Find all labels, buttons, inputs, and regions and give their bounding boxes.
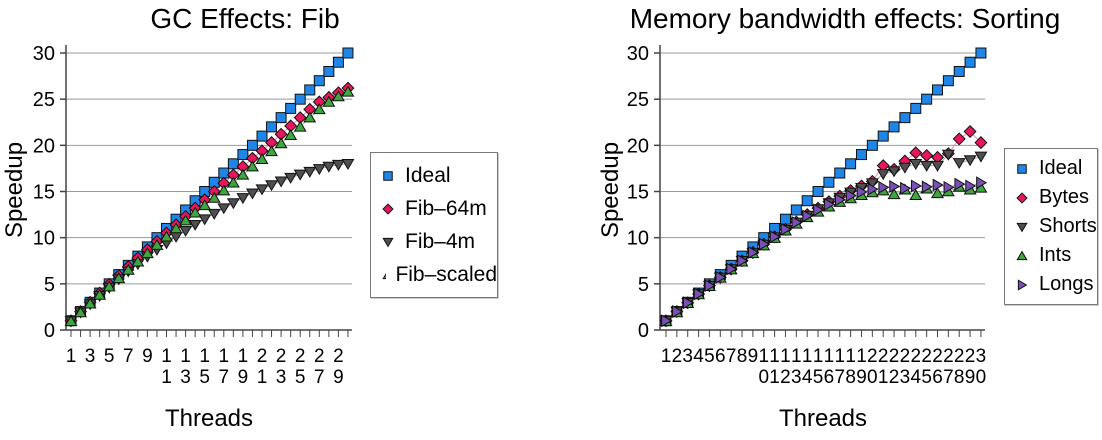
svg-text:15: 15 [33, 182, 55, 204]
svg-text:4: 4 [693, 346, 704, 367]
svg-text:30: 30 [976, 346, 987, 388]
svg-text:18: 18 [845, 346, 856, 388]
svg-text:28: 28 [954, 346, 965, 388]
svg-text:22: 22 [889, 346, 900, 388]
legend-label: Fib–scaled [395, 262, 497, 286]
svg-text:3: 3 [682, 346, 693, 367]
svg-text:15: 15 [199, 346, 210, 388]
svg-text:13: 13 [791, 346, 802, 388]
svg-text:10: 10 [33, 228, 55, 250]
svg-text:10: 10 [758, 346, 769, 388]
svg-text:12: 12 [780, 346, 791, 388]
svg-text:15: 15 [627, 182, 649, 204]
svg-text:27: 27 [314, 346, 325, 388]
diamond-marker-icon [1016, 191, 1028, 204]
svg-text:5: 5 [104, 346, 115, 367]
svg-text:2: 2 [672, 346, 683, 367]
svg-text:19: 19 [856, 346, 867, 388]
svg-text:21: 21 [257, 346, 268, 388]
svg-text:1: 1 [66, 346, 77, 367]
svg-text:0: 0 [44, 320, 55, 342]
svg-text:30: 30 [627, 43, 649, 65]
svg-text:7: 7 [123, 346, 134, 367]
legend-label: Bytes [1039, 186, 1090, 208]
x-axis-label: Threads [164, 405, 254, 432]
svg-text:20: 20 [867, 346, 878, 388]
svg-text:19: 19 [238, 346, 249, 388]
legend-item-fib-4m: Fib–4m [371, 225, 497, 258]
svg-text:25: 25 [33, 89, 55, 111]
triangle-right-marker-icon [1017, 278, 1028, 291]
legend-item-fib-scaled: Fib–scaled [371, 258, 497, 291]
legend-item-ints: Ints [1005, 241, 1097, 270]
legend-label: Ideal [405, 163, 451, 187]
svg-text:5: 5 [44, 274, 55, 296]
legend-item-bytes: Bytes [1005, 183, 1097, 212]
svg-text:13: 13 [180, 346, 191, 388]
chart-title: GC Effects: Fib [150, 3, 340, 34]
svg-text:1: 1 [661, 346, 672, 367]
svg-text:17: 17 [834, 346, 845, 388]
svg-text:25: 25 [295, 346, 306, 388]
legend-label: Ideal [1039, 157, 1083, 179]
diamond-marker-icon [382, 202, 394, 215]
svg-text:8: 8 [737, 346, 748, 367]
svg-text:7: 7 [726, 346, 737, 367]
triangle-up-marker-icon [1016, 250, 1028, 260]
legend-item-ideal: Ideal [371, 159, 497, 192]
svg-text:3: 3 [85, 346, 96, 367]
triangle-up-marker-icon [382, 271, 387, 279]
y-axis-label: Speedup [597, 141, 624, 239]
svg-text:25: 25 [921, 346, 932, 388]
triangle-down-marker-icon [1016, 222, 1028, 232]
chart-title: Memory bandwidth effects: Sorting [629, 3, 1061, 34]
svg-text:0: 0 [638, 320, 649, 342]
svg-text:6: 6 [715, 346, 726, 367]
x-axis-label: Threads [778, 405, 868, 432]
legend-item-shorts: Shorts [1005, 212, 1097, 241]
legend-label: Fib–64m [405, 196, 487, 220]
triangle-down-marker-icon [382, 237, 394, 247]
svg-text:24: 24 [910, 346, 921, 388]
svg-text:10: 10 [627, 228, 649, 250]
legend-item-longs: Longs [1005, 270, 1097, 299]
legend-label: Ints [1039, 244, 1072, 266]
svg-text:30: 30 [33, 43, 55, 65]
svg-text:26: 26 [932, 346, 943, 388]
square-marker-icon [1017, 163, 1027, 174]
svg-text:11: 11 [769, 346, 780, 388]
svg-text:11: 11 [161, 346, 172, 388]
svg-text:27: 27 [943, 346, 954, 388]
svg-text:14: 14 [802, 346, 813, 388]
legend-item-fib-64m: Fib–64m [371, 192, 497, 225]
svg-text:5: 5 [638, 274, 649, 296]
legend-item-ideal: Ideal [1005, 154, 1097, 183]
svg-text:5: 5 [704, 346, 715, 367]
svg-text:23: 23 [276, 346, 287, 388]
svg-text:15: 15 [813, 346, 824, 388]
svg-text:9: 9 [142, 346, 153, 367]
svg-text:17: 17 [219, 346, 230, 388]
y-axis-label: Speedup [1, 141, 28, 239]
legend-label: Longs [1039, 273, 1094, 295]
legend-label: Fib–4m [405, 229, 476, 253]
svg-text:25: 25 [627, 89, 649, 111]
svg-text:16: 16 [824, 346, 835, 388]
square-marker-icon [383, 170, 393, 181]
svg-text:9: 9 [748, 346, 759, 367]
svg-text:20: 20 [627, 135, 649, 157]
svg-text:29: 29 [333, 346, 344, 388]
svg-text:20: 20 [33, 135, 55, 157]
legend-label: Shorts [1039, 215, 1097, 237]
svg-text:21: 21 [878, 346, 889, 388]
svg-text:29: 29 [965, 346, 976, 388]
svg-text:23: 23 [900, 346, 911, 388]
